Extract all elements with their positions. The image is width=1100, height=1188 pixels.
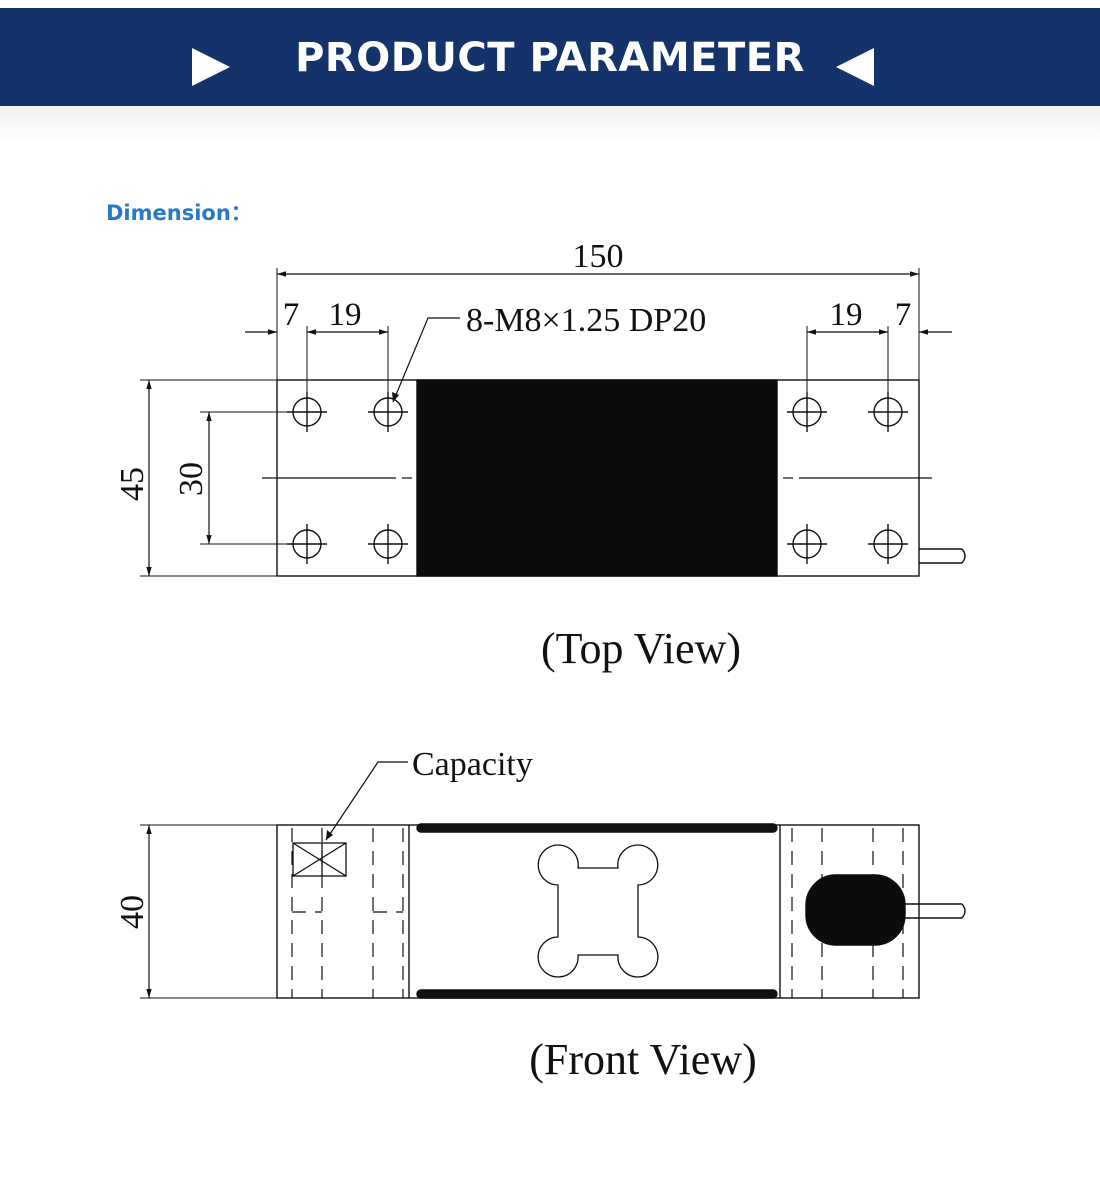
front-view — [140, 761, 966, 999]
capacity-box — [292, 842, 347, 877]
top-view — [140, 268, 966, 577]
play-right-icon — [192, 48, 230, 86]
mounting-hole — [868, 524, 908, 564]
dim-7-right-label: 7 — [895, 297, 912, 333]
dim-45-label: 45 — [114, 467, 151, 501]
hole-callout-label: 8-M8×1.25 DP20 — [466, 302, 706, 339]
capacity-label: Capacity — [412, 746, 533, 783]
dim-7-left-label: 7 — [283, 297, 300, 333]
dim-19-left-label: 19 — [329, 297, 362, 333]
center-cutout — [537, 844, 659, 978]
page-title: PRODUCT PARAMETER — [295, 35, 805, 81]
dim-40-label: 40 — [114, 895, 151, 929]
header-shadow — [0, 106, 1100, 146]
front-view-top-bar — [416, 823, 778, 833]
play-left-icon — [836, 48, 874, 86]
capacity-leader — [325, 761, 408, 841]
cable — [919, 548, 966, 564]
top-view-caption: (Top View) — [541, 624, 741, 673]
dim-150-label: 150 — [573, 238, 624, 275]
front-cable — [905, 903, 966, 919]
callout-leader — [392, 317, 460, 403]
front-view-bottom-bar — [416, 989, 778, 999]
top-view-gauge-area — [416, 379, 778, 577]
dim-19-right-label: 19 — [830, 297, 863, 333]
header-banner: PRODUCT PARAMETER — [0, 8, 1100, 106]
dim-30-label: 30 — [173, 462, 210, 496]
front-view-caption: (Front View) — [529, 1035, 757, 1084]
mounting-hole — [368, 524, 408, 564]
dimension-label: Dimension： — [106, 201, 252, 225]
cable-gland — [805, 874, 906, 946]
mounting-hole — [787, 524, 827, 564]
